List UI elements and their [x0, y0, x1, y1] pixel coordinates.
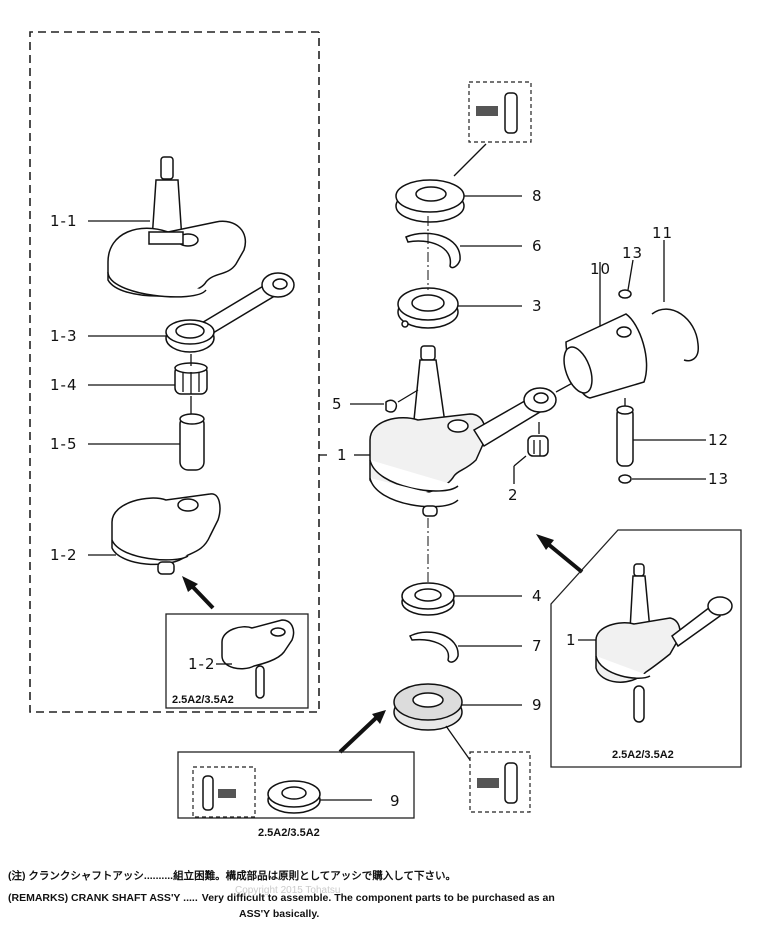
label-8: 8	[532, 187, 543, 205]
label-1-2: 1-2	[50, 546, 78, 564]
inset-bearing-variant-label: 2.5A2/3.5A2	[258, 827, 320, 839]
connecting-rod-center[interactable]	[472, 387, 557, 448]
remark-english: (REMARKS) CRANK SHAFT ASS'Y ..... Very d…	[8, 890, 768, 906]
piston-pin-12[interactable]	[616, 405, 634, 467]
ball-bearing-3[interactable]	[397, 287, 459, 329]
needle-bearing-2[interactable]	[527, 435, 549, 457]
inset-variant-label: 2.5A2/3.5A2	[172, 694, 234, 706]
remark-en-value: Very difficult to assemble. The componen…	[201, 892, 555, 904]
remark-jp-value: 組立困難。構成部品は原則としてアッシで購入して下さい。	[173, 870, 456, 882]
label-5: 5	[332, 395, 343, 413]
inset-crank-web-1-2-part[interactable]	[221, 619, 295, 699]
label-1-5: 1-5	[50, 435, 78, 453]
seal-spring-detail-bottom	[477, 762, 518, 804]
label-7: 7	[532, 637, 543, 655]
piston-ring-11[interactable]	[651, 308, 699, 362]
remark-jp-key: (注) クランクシャフトアッシ..........	[8, 870, 174, 882]
label-3: 3	[532, 297, 543, 315]
label-13-top: 13	[622, 244, 643, 262]
circlip-6[interactable]	[405, 232, 461, 269]
upper-crank-web-1-1[interactable]	[107, 156, 247, 298]
inset-bearing-9-part[interactable]	[267, 780, 321, 814]
inset-seal-detail-box	[192, 766, 256, 818]
oil-seal-8[interactable]	[395, 179, 465, 223]
label-1-4: 1-4	[50, 376, 78, 394]
label-1-inset: 1	[566, 631, 577, 649]
crankshaft-subassembly-group: 1-1 1-3 1-4	[29, 31, 327, 713]
inset-bearing-variant	[177, 751, 415, 819]
label-6: 6	[532, 237, 543, 255]
seal-spring-detail-top	[476, 92, 518, 134]
remarks-section: (注) クランクシャフトアッシ.......... 組立困難。構成部品は原則とし…	[8, 868, 768, 922]
woodruff-key-5[interactable]	[385, 399, 398, 413]
arrow-icon	[188, 582, 215, 610]
remark-en-key: (REMARKS) CRANK SHAFT ASS'Y .....	[8, 892, 198, 904]
inset-crankshaft-variant-label: 2.5A2/3.5A2	[612, 749, 674, 761]
label-1: 1	[337, 446, 348, 464]
seal-detail-box-top	[468, 81, 532, 143]
label-9-inset: 9	[390, 792, 401, 810]
label-4: 4	[532, 587, 543, 605]
piston-10[interactable]	[559, 313, 648, 399]
crank-pin-1-5[interactable]	[179, 413, 205, 471]
remark-english-continued: ASS'Y basically.	[8, 906, 768, 922]
label-9: 9	[532, 696, 543, 714]
piston-pin-clip-13-top[interactable]	[618, 289, 632, 299]
inset-seal-spring-detail	[202, 775, 236, 811]
big-end-1-3[interactable]	[165, 319, 215, 353]
inset-crank-web-variant	[165, 613, 309, 709]
arrow-head-icon	[182, 576, 198, 592]
label-2: 2	[508, 486, 519, 504]
arrow-head-icon	[372, 710, 386, 724]
oil-seal-9[interactable]	[393, 683, 463, 731]
ball-bearing-4[interactable]	[401, 582, 455, 616]
subassembly-dashed-border	[29, 31, 320, 713]
label-1-1: 1-1	[50, 212, 78, 230]
crankshaft-assembly-1[interactable]	[369, 345, 487, 517]
remark-en-value-cont: ASS'Y basically.	[239, 908, 320, 920]
arrow-head-icon	[536, 534, 554, 550]
piston-pin-clip-13-bottom[interactable]	[618, 474, 632, 484]
label-13-bottom: 13	[708, 470, 729, 488]
label-10: 10	[590, 260, 611, 278]
needle-bearing-1-4[interactable]	[174, 362, 208, 395]
inset-crankshaft-1-part[interactable]	[595, 563, 733, 723]
label-11: 11	[652, 224, 673, 242]
seal-detail-box-bottom	[469, 751, 531, 813]
label-1-2-inset: 1-2	[188, 655, 216, 673]
arrow-icon	[546, 542, 584, 574]
label-12: 12	[708, 431, 729, 449]
label-1-3: 1-3	[50, 327, 78, 345]
arrow-icon	[338, 716, 378, 754]
lower-crank-web-1-2[interactable]	[111, 493, 221, 575]
inset-crankshaft-variant	[550, 529, 742, 768]
remark-japanese: (注) クランクシャフトアッシ.......... 組立困難。構成部品は原則とし…	[8, 868, 768, 884]
circlip-7[interactable]	[408, 631, 459, 663]
